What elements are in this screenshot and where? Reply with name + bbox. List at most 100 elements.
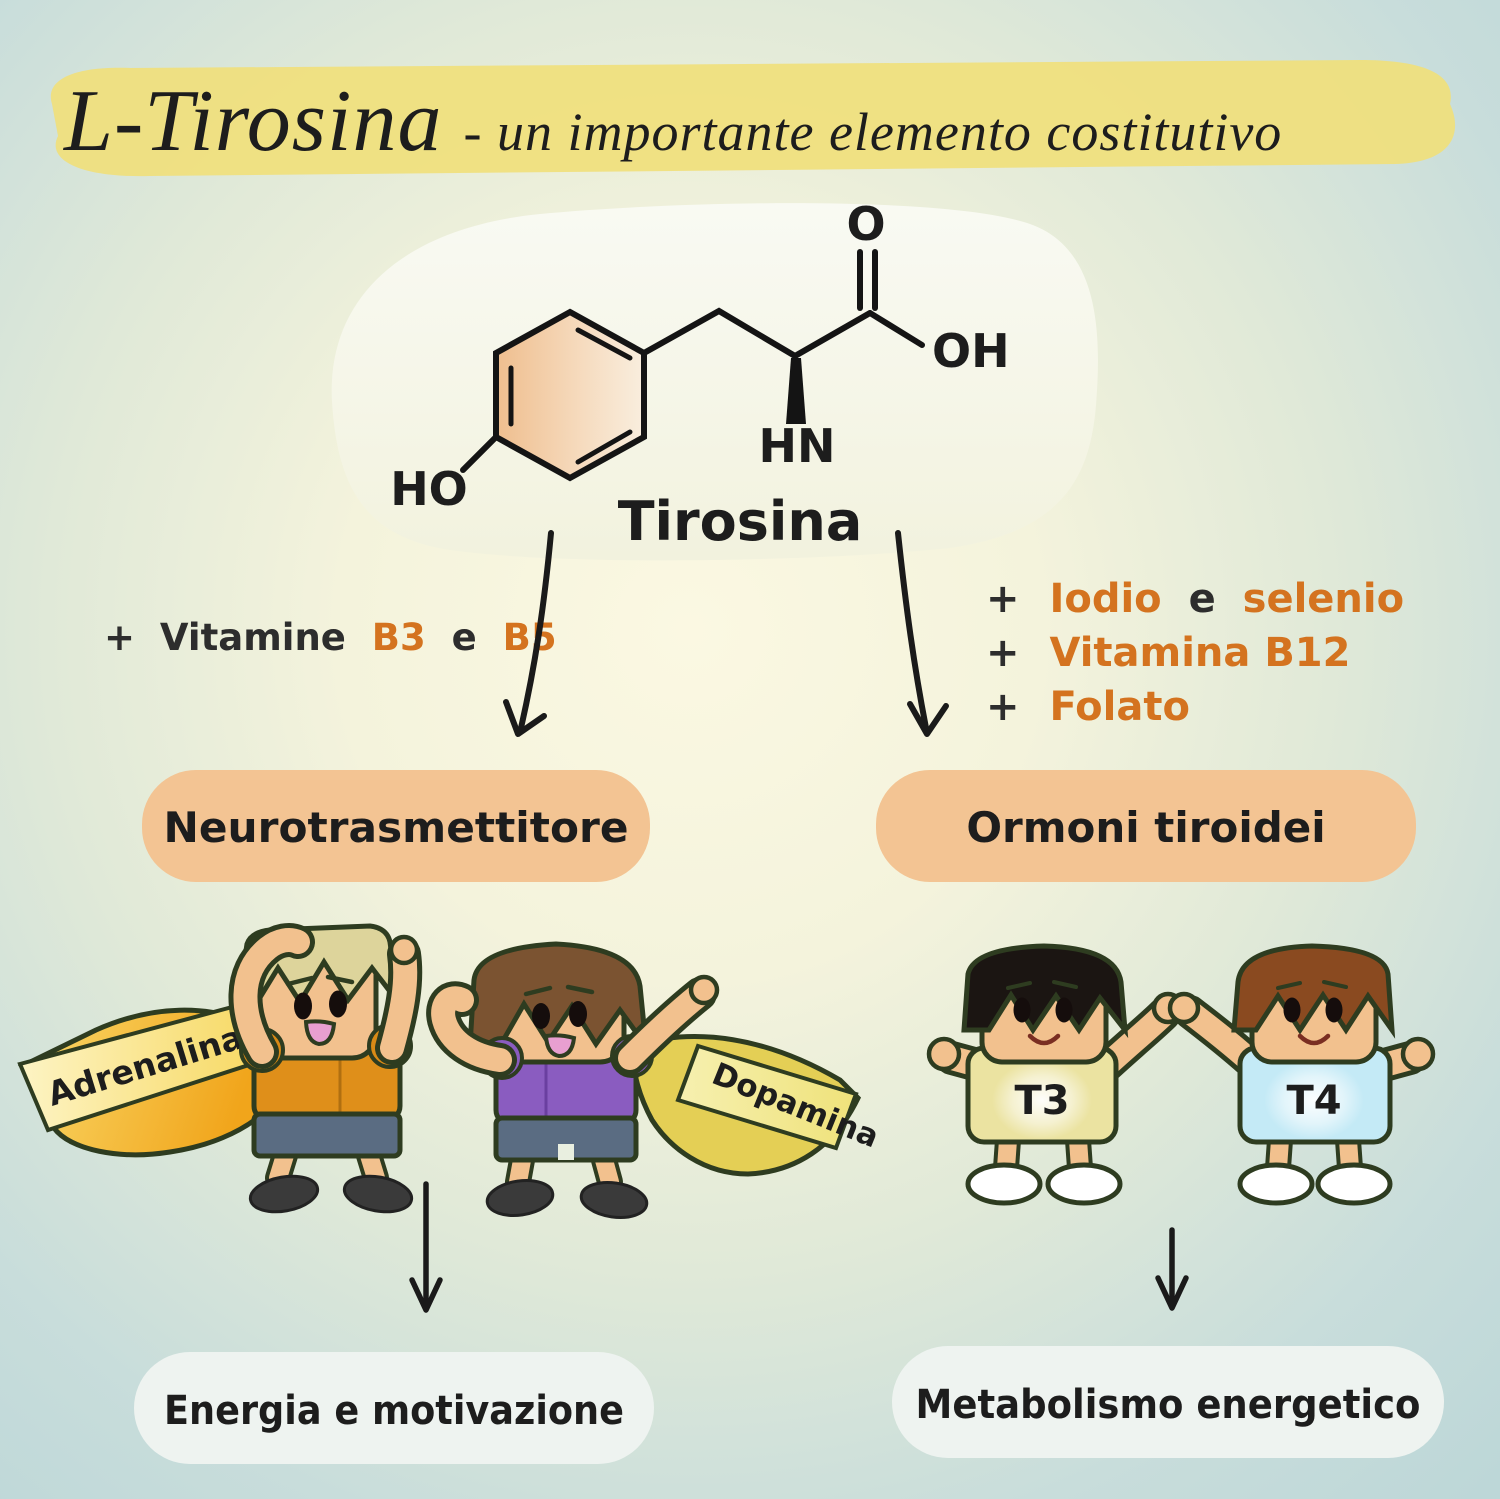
leg-skin	[509, 1151, 531, 1191]
arrow-right-curved	[895, 530, 929, 731]
t4-character: T4	[1167, 943, 1436, 1206]
eyebrow	[1052, 980, 1078, 989]
t3-label: T3	[1014, 1078, 1069, 1124]
arrow-right-straight-head	[1155, 1275, 1189, 1311]
shorts-notch	[558, 1144, 574, 1160]
plus-sign: +	[986, 630, 1020, 676]
page-title-rest: - un importante elemento costitutivo	[463, 102, 1282, 162]
white-shoe	[1237, 1162, 1315, 1206]
tyrosine-structure	[460, 249, 925, 482]
shoe	[579, 1181, 649, 1219]
neurotransmitter-pill	[142, 770, 650, 882]
metabolism-outcome-label: Metabolismo energetico	[916, 1382, 1421, 1428]
hand	[688, 974, 720, 1006]
plus-sign: +	[986, 684, 1020, 730]
vitamine-word: Vitamine	[160, 616, 346, 659]
atom-label-ho: HO	[390, 462, 468, 516]
smile	[1297, 1033, 1331, 1046]
atom-label-hn: HN	[759, 419, 836, 473]
left-cofactors-label: + Vitamine B3 e B5	[104, 616, 557, 659]
shorts	[251, 1111, 403, 1159]
neurotransmitter-label: Neurotrasmettitore	[164, 803, 629, 852]
thyroid-hormones-label: Ormoni tiroidei	[966, 803, 1325, 852]
hand	[1167, 991, 1201, 1025]
eyebrow	[1322, 980, 1348, 989]
eyebrow	[523, 985, 553, 997]
conjunction-e: e	[452, 616, 477, 659]
right-cofactors-line2: + Vitamina B12	[986, 630, 1350, 676]
arrow-left-curved-head	[503, 699, 547, 737]
dopamina-banner	[675, 1043, 859, 1151]
energy-outcome-pill	[134, 1352, 654, 1464]
brown-hair	[467, 941, 650, 1055]
bond-to-oh	[867, 310, 925, 348]
page-title-lead: L-Tirosina	[62, 73, 442, 170]
ring-double-bond-bottomright	[575, 429, 633, 465]
hand	[926, 1036, 962, 1072]
shoe	[485, 1179, 555, 1217]
bond-to-hydroxyl	[460, 434, 499, 473]
atom-label-oh: OH	[932, 324, 1010, 378]
eye	[329, 990, 347, 1018]
eye	[569, 1001, 587, 1027]
molecule-name-label: Tirosina	[618, 490, 863, 553]
eye	[1325, 997, 1343, 1023]
vitamin-b3: B3	[372, 616, 426, 659]
shoe	[248, 1174, 320, 1214]
wedge-bond-to-amine	[786, 358, 806, 424]
tank-glow	[992, 1060, 1092, 1140]
plus-sign: +	[104, 616, 135, 659]
white-shoe	[1045, 1162, 1123, 1206]
adrenalina-character: Adrenalina	[17, 923, 423, 1214]
hand	[388, 934, 420, 966]
brown-hair	[1231, 943, 1396, 1039]
smile	[1027, 1033, 1061, 1046]
tank-glow	[1264, 1060, 1364, 1140]
eyebrow	[565, 984, 595, 995]
white-shoe	[1315, 1162, 1393, 1206]
eyebrow	[1276, 981, 1302, 990]
arrow-left-curved	[518, 530, 554, 731]
eyebrow	[325, 974, 355, 985]
atom-label-o: O	[846, 197, 885, 251]
shoe	[342, 1174, 414, 1214]
side-chain-bonds	[641, 307, 873, 360]
arrow-left-straight-head	[409, 1277, 443, 1313]
arm	[233, 928, 310, 1064]
eyebrow	[285, 975, 315, 987]
metabolism-outcome-pill	[892, 1346, 1444, 1458]
right-cofactors-line1: + Iodio e selenio	[986, 576, 1404, 622]
mouth	[543, 1033, 577, 1059]
folato-word: Folato	[1049, 684, 1190, 730]
eye	[1055, 997, 1073, 1023]
mouth	[303, 1019, 337, 1047]
thyroid-hormones-pill	[876, 770, 1416, 882]
arrow-right-curved-head	[907, 701, 949, 737]
white-shoe	[965, 1162, 1043, 1206]
t3-character: T3	[926, 943, 1185, 1206]
selenio-word: selenio	[1243, 576, 1404, 622]
eye	[1283, 997, 1301, 1023]
t4-label: T4	[1286, 1078, 1341, 1124]
conjunction-e: e	[1189, 576, 1216, 622]
iodio-word: Iodio	[1049, 576, 1161, 622]
flexing-arm	[431, 986, 512, 1072]
hand	[1400, 1036, 1436, 1072]
title-highlight-marker	[50, 60, 1456, 177]
plus-sign: +	[986, 576, 1020, 622]
arm	[380, 942, 418, 1060]
vitamin-b12-word: Vitamina B12	[1049, 630, 1350, 676]
energy-outcome-label: Energia e motivazione	[164, 1388, 624, 1434]
dopamina-character: Dopamina	[426, 941, 884, 1219]
eye	[532, 1003, 550, 1029]
eye	[1013, 997, 1031, 1023]
eye	[294, 992, 312, 1020]
molecule-background-blob	[331, 203, 1098, 561]
page-title: L-Tirosina - un importante elemento cost…	[62, 73, 1282, 170]
black-hair	[961, 943, 1129, 1039]
right-cofactors-line3: + Folato	[986, 684, 1190, 730]
ring-double-bond-topright	[575, 327, 633, 361]
vitamin-b5: B5	[503, 616, 557, 659]
leg-skin	[595, 1151, 619, 1191]
